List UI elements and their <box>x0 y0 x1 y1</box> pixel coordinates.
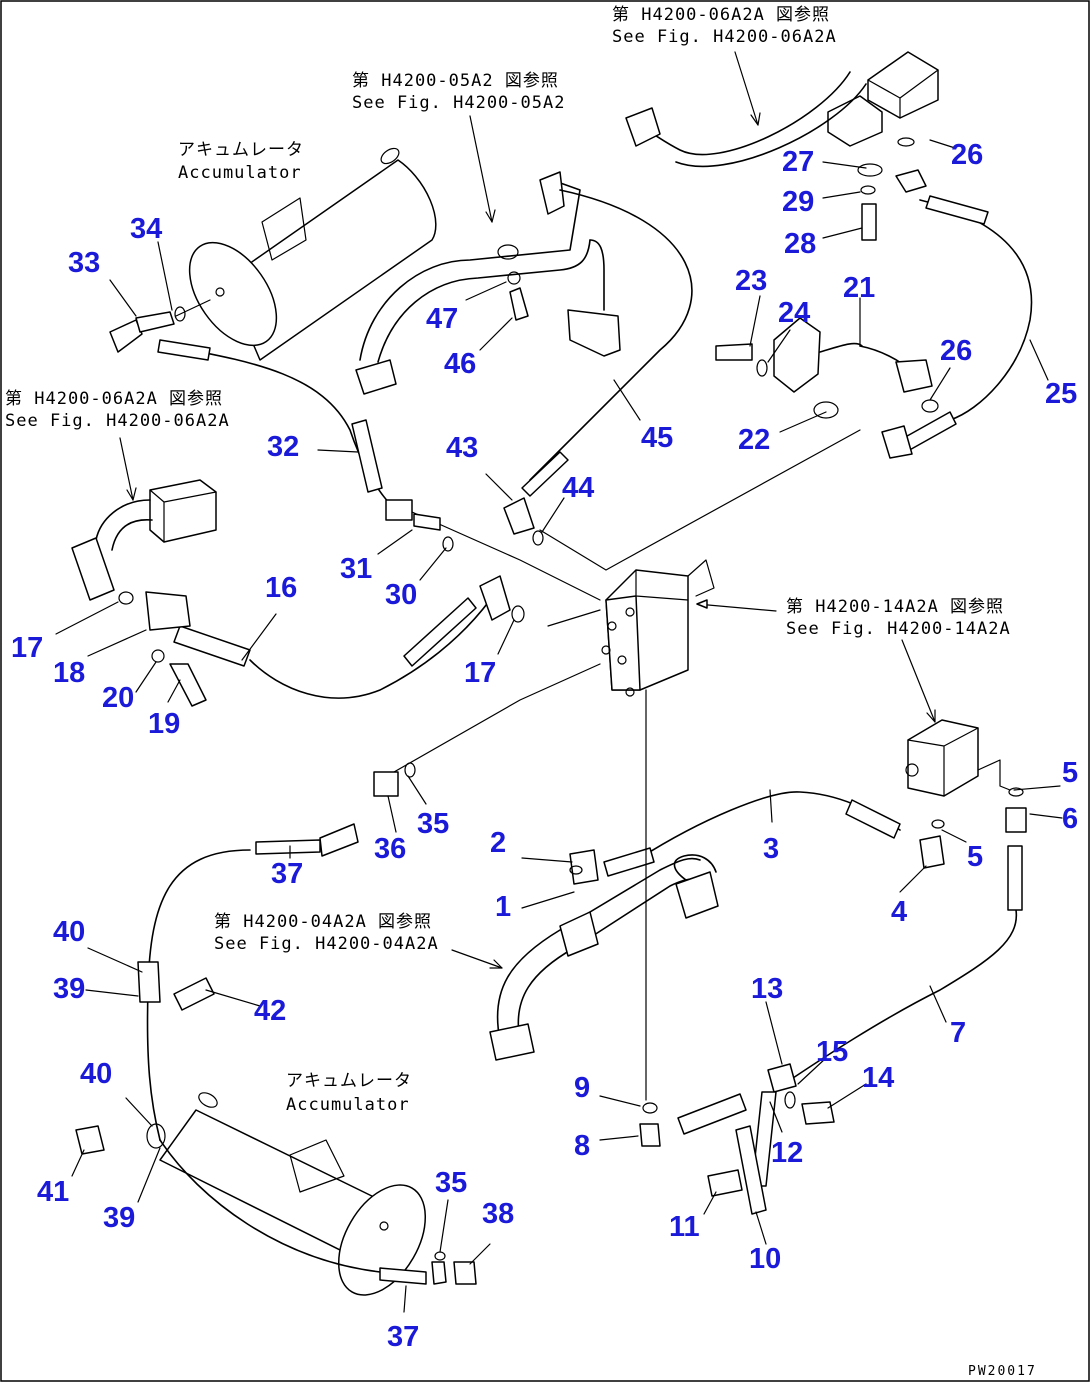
part-label: 39 <box>53 973 85 1005</box>
reference-note-top-right: 第 H4200-06A2A 図参照 See Fig. H4200-06A2A <box>612 5 837 47</box>
reference-note-top-center: 第 H4200-05A2 図参照 See Fig. H4200-05A2 <box>352 71 565 113</box>
part-number-labels: 26 27 29 28 23 24 21 26 25 22 33 34 47 4… <box>11 139 1078 1353</box>
reference-note-left: 第 H4200-06A2A 図参照 See Fig. H4200-06A2A <box>5 389 230 431</box>
part-label: 6 <box>1062 803 1078 835</box>
part-label: 1 <box>495 891 511 923</box>
svg-text:第 H4200-06A2A 図参照: 第 H4200-06A2A 図参照 <box>612 5 830 25</box>
part-label: 41 <box>37 1176 69 1208</box>
part-label: 29 <box>782 186 814 218</box>
svg-text:第 H4200-14A2A 図参照: 第 H4200-14A2A 図参照 <box>786 597 1004 617</box>
accumulator-label-bottom: アキュムレータ Accumulator <box>286 1071 412 1115</box>
part-label: 24 <box>778 297 810 329</box>
svg-text:Accumulator: Accumulator <box>178 163 302 183</box>
part-label: 19 <box>148 708 180 740</box>
svg-text:アキュムレータ: アキュムレータ <box>178 140 304 160</box>
part-label: 45 <box>641 422 673 454</box>
part-label: 37 <box>271 858 303 890</box>
part-label: 13 <box>751 973 783 1005</box>
part-label: 40 <box>80 1058 112 1090</box>
part-label: 9 <box>574 1072 590 1104</box>
tube-top-center <box>355 171 621 395</box>
valve-top-right <box>625 51 939 168</box>
part-label: 5 <box>967 841 983 873</box>
part-label: 4 <box>891 896 907 928</box>
part-label: 31 <box>340 553 372 585</box>
part-label: 5 <box>1062 757 1078 789</box>
part-label: 28 <box>784 228 816 260</box>
fittings <box>75 137 1027 1285</box>
part-label: 47 <box>426 303 458 335</box>
svg-text:第 H4200-06A2A 図参照: 第 H4200-06A2A 図参照 <box>5 389 223 409</box>
part-label: 21 <box>843 272 875 304</box>
part-label: 38 <box>482 1198 514 1230</box>
part-label: 25 <box>1045 378 1077 410</box>
svg-text:See Fig. H4200-05A2: See Fig. H4200-05A2 <box>352 93 565 113</box>
svg-text:See Fig. H4200-06A2A: See Fig. H4200-06A2A <box>612 27 837 47</box>
part-label: 17 <box>11 632 43 664</box>
svg-text:第 H4200-04A2A 図参照: 第 H4200-04A2A 図参照 <box>214 912 432 932</box>
part-label: 40 <box>53 916 85 948</box>
part-label: 42 <box>254 995 286 1027</box>
part-label: 26 <box>940 335 972 367</box>
figure-code: PW20017 <box>968 1364 1037 1379</box>
accumulator-top <box>188 147 437 361</box>
part-label: 43 <box>446 432 478 464</box>
part-label: 11 <box>669 1211 700 1243</box>
part-label: 30 <box>385 579 417 611</box>
part-label: 39 <box>103 1202 135 1234</box>
reference-note-right: 第 H4200-14A2A 図参照 See Fig. H4200-14A2A <box>786 597 1011 639</box>
part-label: 46 <box>444 348 476 380</box>
part-label: 27 <box>782 146 814 178</box>
part-label: 7 <box>950 1017 966 1049</box>
part-label: 14 <box>862 1062 894 1094</box>
part-label: 37 <box>387 1321 419 1353</box>
svg-text:See Fig. H4200-04A2A: See Fig. H4200-04A2A <box>214 934 439 954</box>
svg-text:アキュムレータ: アキュムレータ <box>286 1071 412 1091</box>
part-label: 23 <box>735 265 767 297</box>
svg-text:Accumulator: Accumulator <box>286 1095 410 1115</box>
svg-text:第 H4200-05A2 図参照: 第 H4200-05A2 図参照 <box>352 71 559 91</box>
part-label: 8 <box>574 1130 590 1162</box>
part-label: 20 <box>102 682 134 714</box>
part-label: 22 <box>738 424 770 456</box>
valve-right <box>905 719 1011 797</box>
accumulator-label-top: アキュムレータ Accumulator <box>178 140 304 183</box>
part-label: 3 <box>763 833 779 865</box>
part-label: 10 <box>749 1243 781 1275</box>
leader-lines <box>55 139 1063 1313</box>
part-label: 35 <box>435 1167 467 1199</box>
part-label: 18 <box>53 657 85 689</box>
part-label: 32 <box>267 431 299 463</box>
part-label: 35 <box>417 808 449 840</box>
tube-bottom-center <box>489 854 719 1061</box>
reference-note-bottom-center: 第 H4200-04A2A 図参照 See Fig. H4200-04A2A <box>214 912 439 954</box>
control-valve-block <box>601 559 715 697</box>
hoses <box>146 169 1033 1285</box>
reference-arrows <box>119 51 936 969</box>
part-label: 26 <box>951 139 983 171</box>
svg-text:See Fig. H4200-14A2A: See Fig. H4200-14A2A <box>786 619 1011 639</box>
part-label: 36 <box>374 833 406 865</box>
part-label: 17 <box>464 657 496 689</box>
part-label: 44 <box>562 472 594 504</box>
part-label: 2 <box>490 827 506 859</box>
svg-text:See Fig. H4200-06A2A: See Fig. H4200-06A2A <box>5 411 230 431</box>
part-label: 12 <box>771 1137 803 1169</box>
part-label: 16 <box>265 572 297 604</box>
part-label: 15 <box>816 1036 848 1068</box>
valve-left <box>71 479 217 601</box>
part-label: 33 <box>68 247 100 279</box>
part-label: 34 <box>130 213 162 245</box>
